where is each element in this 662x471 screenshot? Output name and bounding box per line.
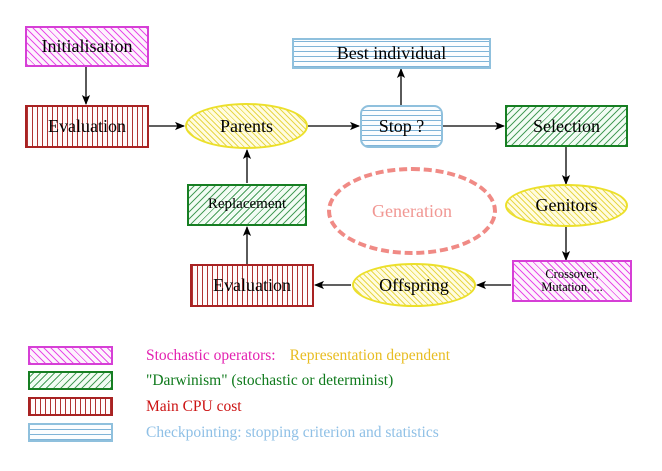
node-best-individual[interactable]: Best individual [292, 38, 491, 69]
node-initialisation-label: Initialisation [41, 36, 133, 57]
node-replacement-label: Replacement [207, 196, 287, 213]
legend-label-main-cpu-cost: Main CPU cost [146, 397, 242, 415]
legend-row-checkpointing: Checkpointing: stopping criterion and st… [28, 423, 439, 442]
legend-swatch-blue-horizontal [28, 423, 113, 442]
legend-row-stochastic: Stochastic operators: Representation dep… [28, 346, 450, 365]
legend-label-checkpointing: Checkpointing: stopping criterion and st… [146, 423, 439, 441]
node-evaluation-top-label: Evaluation [48, 116, 126, 137]
node-offspring-label: Offspring [379, 274, 449, 295]
node-evaluation-bottom-label: Evaluation [213, 275, 291, 296]
node-evaluation-top[interactable]: Evaluation [25, 105, 149, 148]
legend-label-stochastic-operators: Stochastic operators: [146, 346, 276, 364]
node-stop[interactable]: Stop ? [360, 105, 443, 148]
legend-label-representation-dependent: Representation dependent [289, 346, 451, 364]
legend-row-cpu-cost: Main CPU cost [28, 397, 242, 416]
node-selection-label: Selection [533, 115, 600, 136]
node-crossover-mutation-label: Crossover, Mutation, ... [541, 266, 603, 294]
node-parents-label: Parents [220, 115, 273, 136]
legend-row-darwinism: "Darwinism" (stochastic or determinist) [28, 371, 393, 390]
generation-label: Generation [372, 200, 452, 221]
node-parents[interactable]: Parents [185, 103, 308, 149]
node-crossover-mutation[interactable]: Crossover, Mutation, ... [512, 260, 632, 302]
legend-swatch-red-vertical [28, 397, 113, 416]
legend-label-darwinism: "Darwinism" (stochastic or determinist) [146, 371, 394, 389]
node-selection[interactable]: Selection [505, 105, 628, 147]
legend-swatch-magenta-diagonal [28, 346, 113, 365]
node-genitors-label: Genitors [535, 195, 598, 216]
node-offspring[interactable]: Offspring [352, 263, 476, 307]
node-initialisation[interactable]: Initialisation [25, 26, 149, 67]
node-evaluation-bottom[interactable]: Evaluation [190, 264, 314, 307]
node-stop-label: Stop ? [378, 116, 425, 137]
generation-cycle-ellipse: Generation [327, 167, 497, 255]
node-replacement[interactable]: Replacement [187, 184, 307, 226]
node-best-individual-label: Best individual [336, 43, 447, 64]
legend-swatch-green-diagonal [28, 371, 113, 390]
